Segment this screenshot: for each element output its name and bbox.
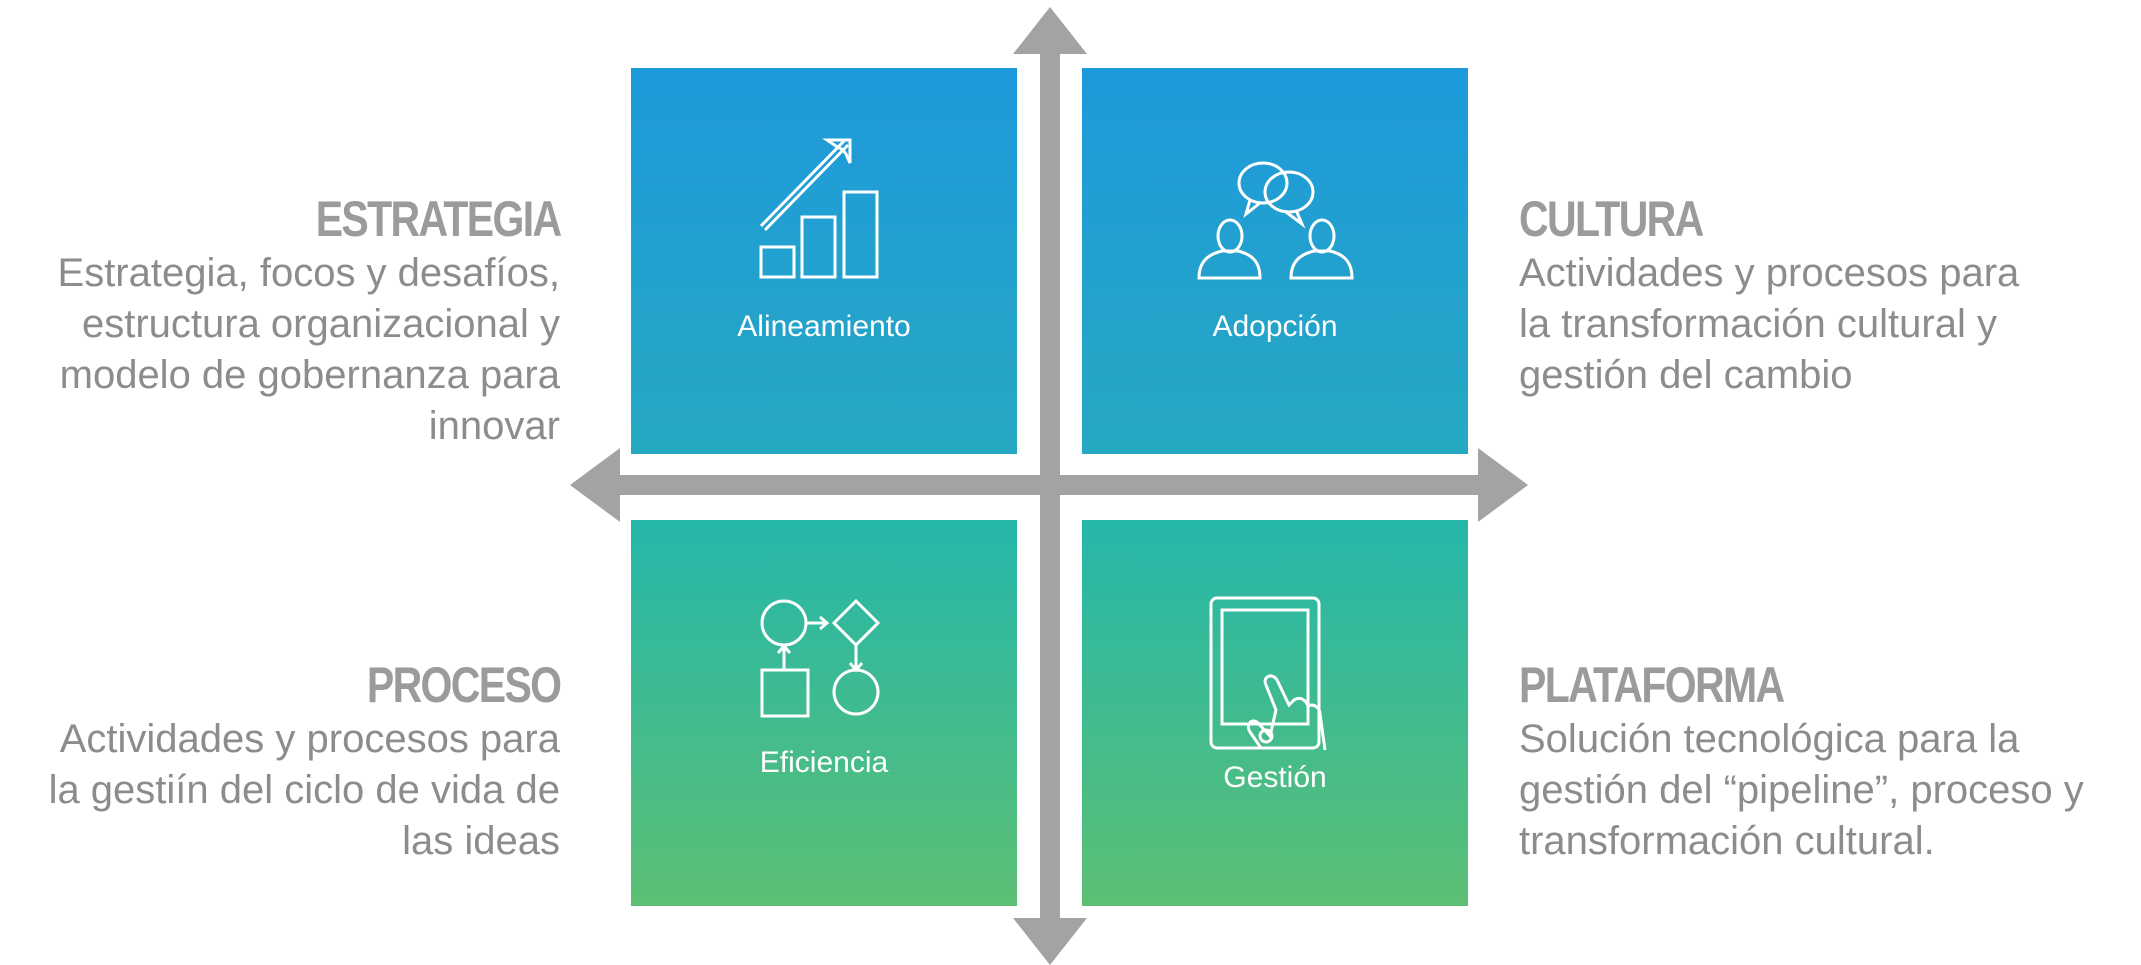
quadrant-alineamiento: Alineamiento <box>631 68 1017 454</box>
side-line: la gestiín del ciclo de vida de <box>48 768 560 812</box>
process-flow-icon <box>760 598 881 718</box>
side-line: la transformación cultural y <box>1519 302 1997 346</box>
side-proceso: PROCESO Actividades y procesos para la g… <box>48 656 562 867</box>
side-line: Solución tecnológica para la <box>1519 717 2020 761</box>
side-title: PLATAFORMA <box>1519 657 1785 713</box>
side-line: Estrategia, focos y desafíos, <box>57 251 560 295</box>
side-line: Actividades y procesos para <box>1519 251 2020 295</box>
side-line: innovar <box>428 404 560 448</box>
tablet-touch-icon <box>1209 596 1327 751</box>
quadrant-label: Gestión <box>1223 761 1327 794</box>
people-conversation-icon <box>1197 161 1354 280</box>
side-title: ESTRATEGIA <box>315 191 561 247</box>
quadrant-eficiencia: Eficiencia <box>631 520 1017 906</box>
side-line: modelo de gobernanza para <box>59 353 560 397</box>
arrow-down-icon <box>1013 918 1087 965</box>
bar-growth-icon <box>759 138 879 279</box>
quadrant-label: Alineamiento <box>737 310 911 343</box>
quadrant-gestion: Gestión <box>1082 520 1468 906</box>
arrow-up-icon <box>1013 7 1087 54</box>
side-line: gestión del cambio <box>1519 353 1853 397</box>
side-line: gestión del “pipeline”, proceso y <box>1519 768 2084 812</box>
quadrant-adopcion: Adopción <box>1082 68 1468 454</box>
side-title: CULTURA <box>1519 191 1704 247</box>
arrow-left-icon <box>570 448 620 522</box>
side-plataforma: PLATAFORMA Solución tecnológica para la … <box>1519 656 2084 867</box>
quadrant-label: Adopción <box>1212 310 1338 343</box>
side-line: Actividades y procesos para <box>59 717 560 761</box>
side-line: las ideas <box>402 819 560 863</box>
side-line: transformación cultural. <box>1519 819 1935 863</box>
side-line: estructura organizacional y <box>81 302 560 346</box>
horizontal-axis <box>614 475 1492 495</box>
side-estrategia: ESTRATEGIA Estrategia, focos y desafíos,… <box>57 190 562 452</box>
side-cultura: CULTURA Actividades y procesos para la t… <box>1519 190 2019 401</box>
arrow-right-icon <box>1478 448 1528 522</box>
quadrant-label: Eficiencia <box>759 746 889 779</box>
side-title: PROCESO <box>366 657 561 713</box>
